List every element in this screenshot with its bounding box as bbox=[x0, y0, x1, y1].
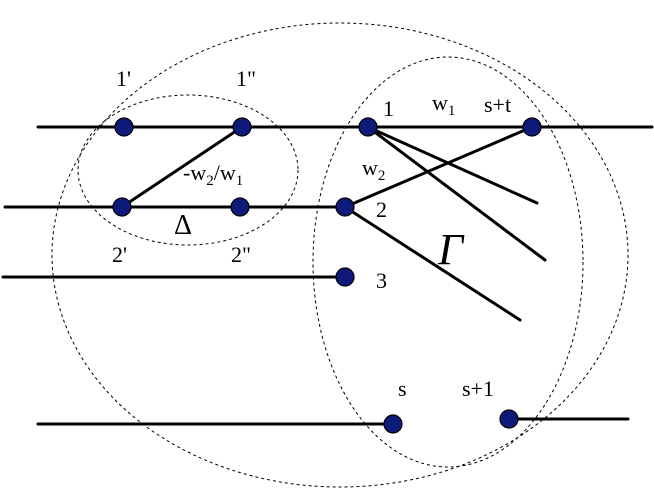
vertex-2dprime bbox=[230, 197, 250, 217]
label-edge-weight-a: -w bbox=[183, 160, 206, 185]
vertex-2 bbox=[335, 197, 355, 217]
outer-ellipse bbox=[51, 22, 629, 488]
label-s: s bbox=[398, 376, 407, 401]
label-w1: w1 bbox=[432, 90, 455, 119]
label-1dprime: 1" bbox=[236, 66, 256, 91]
vertex-st bbox=[522, 117, 542, 137]
label-w2-sub: 2 bbox=[378, 168, 386, 184]
label-edge-weight-b: 2 bbox=[206, 173, 214, 189]
vertex-1prime bbox=[114, 117, 134, 137]
vertex-s1 bbox=[499, 409, 519, 429]
label-w1-main: w bbox=[432, 90, 448, 115]
edge-1-b bbox=[366, 125, 547, 262]
label-gamma: Γ bbox=[437, 225, 465, 274]
label-w2: w2 bbox=[362, 155, 385, 184]
vertex-2prime bbox=[112, 197, 132, 217]
label-2: 2 bbox=[376, 197, 387, 222]
delta-ellipse bbox=[77, 94, 299, 246]
vertex-3 bbox=[335, 267, 355, 287]
label-w1-sub: 1 bbox=[448, 103, 456, 119]
vertex-1 bbox=[358, 117, 378, 137]
label-w2-main: w bbox=[362, 155, 378, 180]
label-1: 1 bbox=[383, 96, 394, 121]
label-s1: s+1 bbox=[462, 376, 494, 401]
label-1prime: 1' bbox=[116, 66, 131, 91]
label-2dprime: 2" bbox=[231, 242, 251, 267]
edge-2prime-1dprime bbox=[120, 125, 244, 209]
label-edge-weight-c: /w bbox=[214, 160, 236, 185]
label-st: s+t bbox=[484, 92, 511, 117]
edge-2-c bbox=[343, 205, 522, 322]
label-edge-weight: -w2/w1 bbox=[183, 160, 243, 189]
gamma-ellipse bbox=[312, 56, 584, 468]
label-3: 3 bbox=[376, 268, 387, 293]
vertex-1dprime bbox=[232, 117, 252, 137]
edge-1-a bbox=[366, 125, 539, 205]
label-edge-weight-d: 1 bbox=[236, 173, 244, 189]
edge-2-st bbox=[343, 125, 534, 209]
vertex-s bbox=[383, 414, 403, 434]
label-delta: Δ bbox=[174, 210, 192, 241]
label-2prime: 2' bbox=[112, 242, 127, 267]
